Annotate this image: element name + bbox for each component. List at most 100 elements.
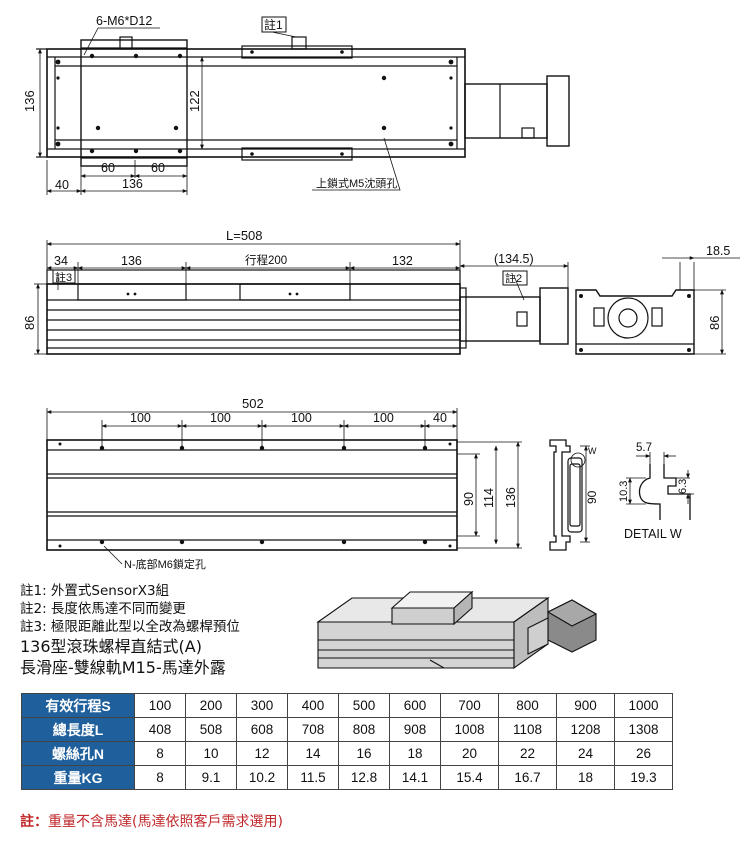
spec-cell: 800 [498,693,557,718]
label-136-top: 136 [122,177,143,191]
label-stroke: 行程200 [245,254,287,267]
spec-cell: 9.1 [185,765,237,790]
spec-cell: 400 [287,693,339,718]
spec-cell: 20 [440,741,499,766]
label-pitch2: 100 [210,411,231,425]
label-60b: 60 [151,161,165,175]
end-profile [575,256,740,355]
detail-w-drawing [626,452,694,520]
spec-cell: 15.4 [440,765,499,790]
top-view [36,27,570,195]
label-counterbore: 上鎖式M5沈頭孔 [316,176,397,190]
spec-cell: 1000 [614,693,673,718]
spec-cell: 16.7 [498,765,557,790]
label-motor-length: (134.5) [494,252,534,266]
spec-cell: 26 [614,741,673,766]
label-10-3: 10.3 [618,481,630,502]
hole-markers [55,50,691,548]
note-2: 註2: 長度依馬達不同而變更 [20,601,186,617]
model-variant: 長滑座-雙線軌M15-馬達外露 [20,658,226,677]
isometric-view [316,590,598,670]
spec-cell: 14 [287,741,339,766]
spec-row-header: 總長度L [21,717,135,742]
spec-cell: 900 [556,693,615,718]
label-note3: 註3 [55,271,72,284]
end-section [549,439,590,551]
spec-cell: 19.3 [614,765,673,790]
label-pitch5: 40 [433,411,447,425]
label-holes: 6-M6*D12 [96,14,152,28]
spec-cell: 10 [185,741,237,766]
label-132: 132 [392,254,413,268]
label-90-section: 90 [585,490,599,504]
label-34: 34 [54,254,68,268]
label-86-left: 86 [22,316,37,330]
bottom-view [46,408,522,565]
spec-cell: 8 [134,741,186,766]
spec-cell: 11.5 [287,765,339,790]
spec-cell: 14.1 [389,765,441,790]
spec-cell: 608 [236,717,288,742]
model-title: 136型滾珠螺桿直結式(A) [20,637,202,656]
spec-cell: 708 [287,717,339,742]
label-502: 502 [242,396,264,411]
spec-cell: 16 [338,741,390,766]
spec-cell: 1308 [614,717,673,742]
label-w: W [588,446,597,456]
label-bottom-holes: N-底部M6鎖定孔 [124,557,206,571]
spec-cell: 300 [236,693,288,718]
label-6-3: 6.3 [677,479,689,494]
spec-cell: 10.2 [236,765,288,790]
spec-cell: 908 [389,717,441,742]
spec-row-header: 重量KG [21,765,135,790]
spec-cell: 8 [134,765,186,790]
spec-cell: 24 [556,741,615,766]
label-pitch1: 100 [130,411,151,425]
spec-cell: 12 [236,741,288,766]
spec-cell: 700 [440,693,499,718]
label-rail-122: 122 [187,90,202,112]
label-note1: 註1 [264,18,283,32]
spec-row-header: 有效行程S [21,693,135,718]
side-view [34,240,569,355]
spec-cell: 22 [498,741,557,766]
label-pitch3: 100 [291,411,312,425]
footnote-label: 註： [20,814,48,830]
label-90: 90 [462,492,476,506]
spec-cell: 600 [389,693,441,718]
spec-row-header: 螺絲孔N [21,741,135,766]
label-5-7: 5.7 [636,442,652,454]
label-L: L=508 [226,228,263,243]
spec-cell: 408 [134,717,186,742]
footnote-text: 重量不含馬達(馬達依照客戶需求選用) [48,814,283,830]
spec-cell: 1008 [440,717,499,742]
label-note2: 註2 [505,272,522,285]
spec-cell: 100 [134,693,186,718]
label-40: 40 [55,178,69,192]
spec-cell: 808 [338,717,390,742]
spec-cell: 12.8 [338,765,390,790]
label-114: 114 [482,488,496,508]
label-height-136: 136 [22,90,37,112]
note-3: 註3: 極限距離此型以全改為螺桿預位 [20,619,240,635]
spec-cell: 1208 [556,717,615,742]
spec-cell: 508 [185,717,237,742]
label-86-right: 86 [707,316,722,330]
label-60a: 60 [101,161,115,175]
label-pitch4: 100 [373,411,394,425]
detail-w-title: DETAIL W [624,527,682,541]
spec-cell: 500 [338,693,390,718]
spec-cell: 1108 [498,717,557,742]
label-18-5: 18.5 [706,244,730,258]
notes-block: 註1: 外置式SensorX3組 註2: 長度依馬達不同而變更 註3: 極限距離… [20,582,240,678]
spec-cell: 18 [556,765,615,790]
label-136-side: 136 [121,254,142,268]
footnote: 註：重量不含馬達(馬達依照客戶需求選用) [20,811,283,831]
